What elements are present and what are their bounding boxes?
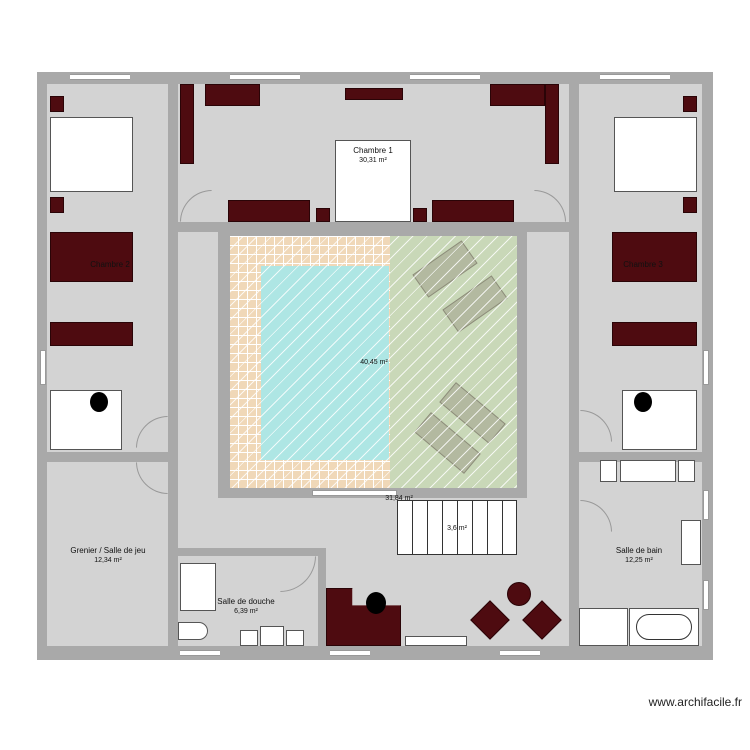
window [180,650,220,656]
staircase[interactable] [397,500,517,555]
tv-unit [345,88,403,100]
nightstand [50,96,64,112]
cabinet [490,84,545,106]
wall-right [569,84,579,646]
shower [180,563,216,611]
window [703,580,709,610]
office-chair [90,392,108,412]
shelf [405,636,467,646]
dresser [432,200,514,222]
window [330,650,370,656]
sink [260,626,284,646]
bathtub-basin [636,614,692,640]
bed [614,117,697,192]
room-label-chambre3: Chambre 3 [623,260,663,269]
office-chair [634,392,652,412]
wall-douche-right [318,548,326,646]
window [500,650,540,656]
cabinet [600,460,617,482]
nightstand [683,197,697,213]
desk [50,390,122,450]
window [600,74,670,80]
nightstand [683,96,697,112]
wall-douche-top [178,548,326,556]
cabinet [545,84,559,164]
nightstand [413,208,427,222]
office-chair [366,592,386,614]
bed [335,140,411,222]
wardrobe [612,232,697,282]
shower [579,608,628,646]
nightstand [50,197,64,213]
area-label-stairs: 3,6 m² [447,525,467,532]
cabinet [205,84,260,106]
dresser [612,322,697,346]
window [703,350,709,385]
window [312,490,397,496]
window [40,350,46,385]
cabinet [678,460,695,482]
dresser [50,322,133,346]
dresser [228,200,310,222]
window [230,74,300,80]
window [70,74,130,80]
cabinet [240,630,258,646]
window [703,490,709,520]
wall-chambre1 [178,222,569,232]
hatching [230,236,517,488]
double-sink [620,460,676,482]
toilet [178,622,208,640]
cabinet [180,84,194,164]
room-label-chambre2: Chambre 2 [90,260,130,269]
nightstand [316,208,330,222]
bed [50,117,133,192]
cabinet [286,630,304,646]
round-table [507,582,531,606]
wall-right-mid [579,452,702,462]
area-label-hall: 31,84 m² [385,495,413,502]
wall-left-mid [47,452,168,462]
wall-left [168,84,178,646]
window [410,74,480,80]
area-label-patio: 40,45 m² [360,359,388,366]
watermark: www.archifacile.fr [648,695,742,709]
cabinet [681,520,701,565]
wardrobe [50,232,133,282]
